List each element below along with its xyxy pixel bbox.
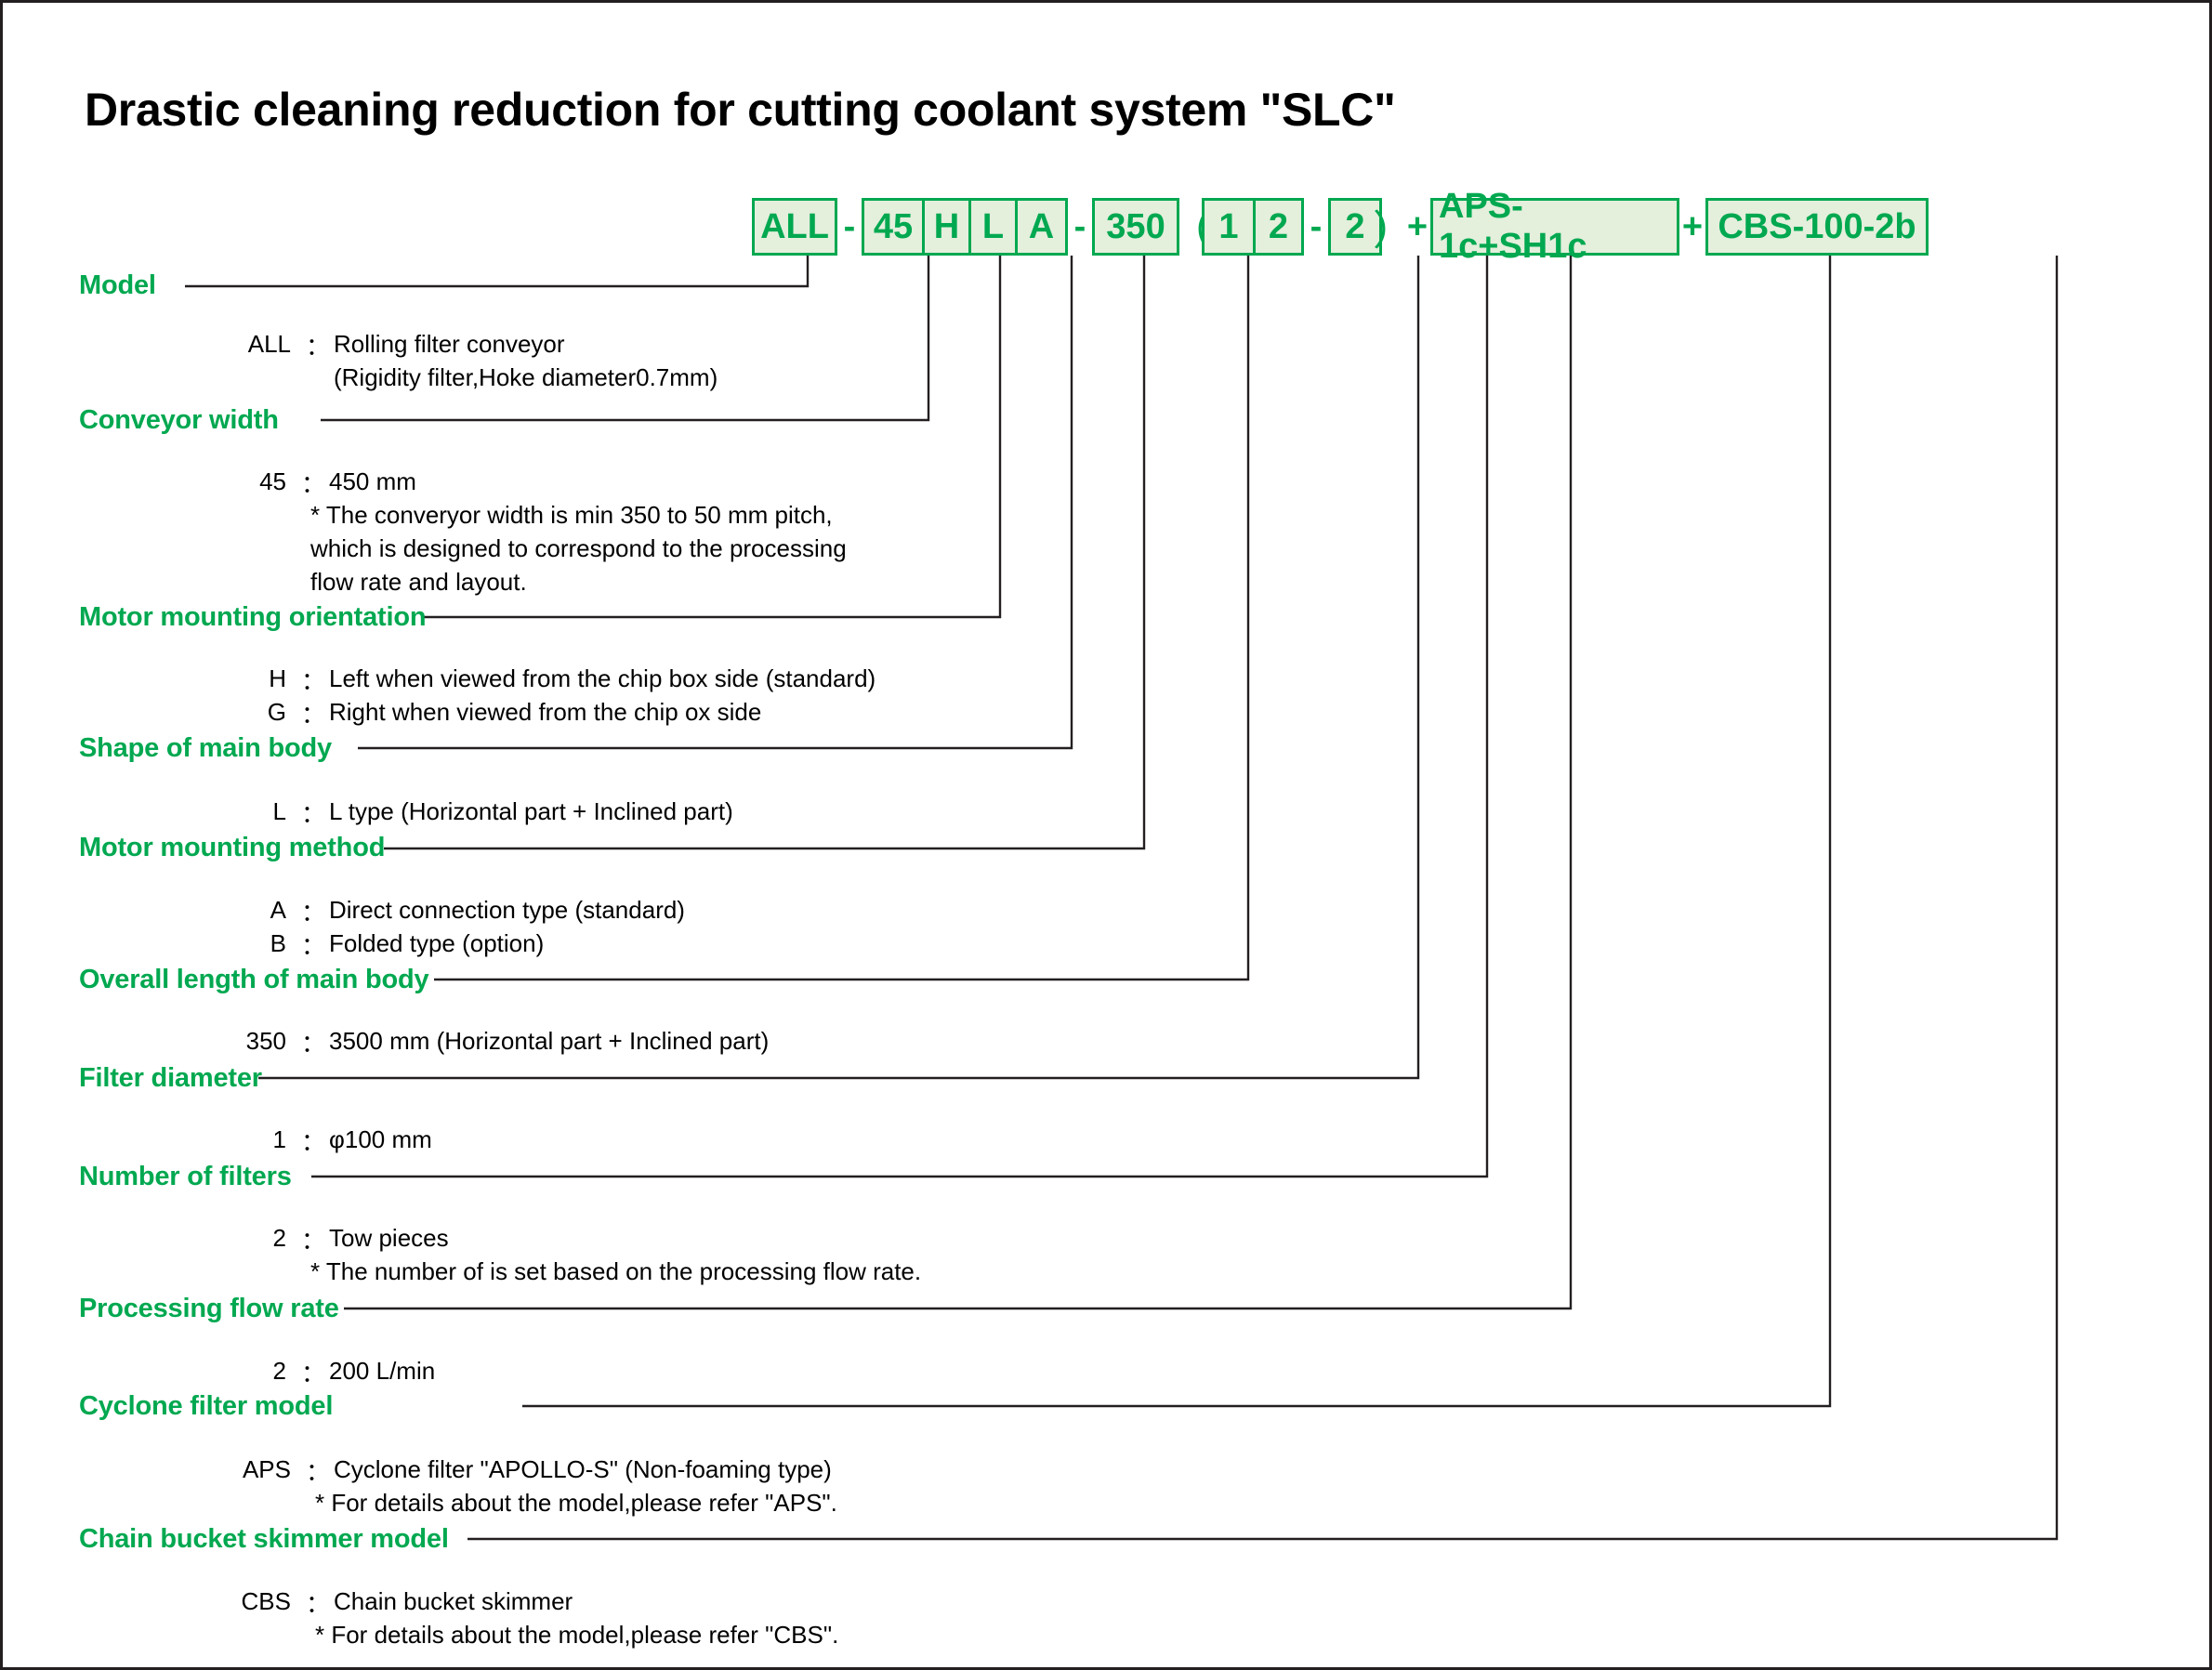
section-heading-number-of-filters: Number of filters xyxy=(79,1162,292,1191)
spec-entry-code: 1 xyxy=(272,1125,286,1153)
spec-entry-colon: ： xyxy=(301,899,326,927)
spec-entry-colon: ： xyxy=(301,1360,326,1387)
spec-entry-code: 45 xyxy=(259,467,286,495)
code-cell[interactable]: APS-1c+SH1c xyxy=(1439,187,1587,266)
code-cell[interactable]: ALL xyxy=(760,206,829,246)
spec-entry-description: 200 L/min xyxy=(329,1357,436,1385)
code-separator-dash: - xyxy=(1073,206,1086,246)
spec-entry-description: (Rigidity filter,Hoke diameter0.7mm) xyxy=(334,363,718,391)
code-group: 350 xyxy=(1092,198,1179,256)
section-heading-filter-diameter: Filter diameter xyxy=(79,1063,262,1093)
spec-entry-colon: ： xyxy=(301,1128,326,1156)
spec-entry-description: Chain bucket skimmer xyxy=(334,1587,573,1615)
spec-entry-code: 350 xyxy=(245,1027,286,1055)
spec-entry-colon: ： xyxy=(306,333,331,361)
code-cell[interactable]: 2 xyxy=(1253,201,1301,253)
spec-entry-description: Tow pieces xyxy=(329,1224,449,1252)
section-heading-cyclone-filter-model: Cyclone filter model xyxy=(79,1391,334,1421)
spec-entry-description: Cyclone filter "APOLLO-S" (Non-foaming t… xyxy=(334,1455,832,1483)
code-cell[interactable]: 1 xyxy=(1218,206,1239,246)
section-heading-motor-mounting-method: Motor mounting method xyxy=(79,833,386,862)
spec-entry-description: φ100 mm xyxy=(329,1125,432,1153)
spec-entry-code: B xyxy=(270,929,286,957)
leader-line-chain-bucket-skimmer-model xyxy=(467,256,2059,1541)
code-group: ALL xyxy=(752,198,837,256)
spec-entry-code: G xyxy=(267,698,286,726)
spec-entry-code: L xyxy=(272,797,286,825)
code-separator-dash: - xyxy=(843,206,856,246)
spec-entry-colon: ： xyxy=(301,1227,326,1255)
spec-note: flow rate and layout. xyxy=(310,568,527,596)
spec-entry-code: APS xyxy=(242,1455,291,1483)
spec-entry-code: A xyxy=(270,896,286,924)
code-group: CBS-100-2b xyxy=(1705,198,1929,256)
section-heading-chain-bucket-skimmer-model: Chain bucket skimmer model xyxy=(79,1524,449,1554)
spec-entry-colon: ： xyxy=(301,470,326,498)
code-group: 2 xyxy=(1328,198,1382,256)
code-parenthesis: （ xyxy=(1170,208,1211,254)
section-heading-overall-length-of-main-body: Overall length of main body xyxy=(79,965,429,994)
code-plus-sign: + xyxy=(1406,206,1429,246)
spec-entry-colon: ： xyxy=(301,932,326,960)
leader-line-cyclone-filter-model xyxy=(522,256,1832,1408)
spec-entry-colon: ： xyxy=(301,667,326,695)
code-cell[interactable]: L xyxy=(968,201,1015,253)
code-cell[interactable]: 350 xyxy=(1106,206,1165,246)
code-separator-dash: - xyxy=(1310,206,1323,246)
leader-line-processing-flow-rate xyxy=(344,256,1573,1310)
page-title: Drastic cleaning reduction for cutting c… xyxy=(85,84,1396,136)
section-heading-processing-flow-rate: Processing flow rate xyxy=(79,1294,339,1323)
section-heading-shape-of-main-body: Shape of main body xyxy=(79,733,332,763)
code-parenthesis: ） xyxy=(1373,208,1414,254)
code-cell[interactable]: A xyxy=(1015,201,1065,253)
spec-entry-colon: ： xyxy=(301,800,326,828)
spec-entry-code: H xyxy=(269,664,286,692)
spec-note: * The converyor width is min 350 to 50 m… xyxy=(310,501,833,529)
spec-entry-code: 2 xyxy=(272,1224,286,1252)
spec-note: * For details about the model,please ref… xyxy=(315,1489,837,1517)
section-heading-model: Model xyxy=(79,270,156,300)
section-heading-motor-mounting-orientation: Motor mounting orientation xyxy=(79,602,427,632)
spec-note: * For details about the model,please ref… xyxy=(315,1621,839,1649)
spec-entry-description: Left when viewed from the chip box side … xyxy=(329,664,876,692)
spec-entry-description: 3500 mm (Horizontal part + Inclined part… xyxy=(329,1027,770,1055)
code-cell[interactable]: 2 xyxy=(1345,206,1365,246)
spec-entry-description: 450 mm xyxy=(329,467,416,495)
spec-entry-colon: ： xyxy=(306,1458,331,1486)
spec-entry-code: 2 xyxy=(272,1357,286,1385)
code-cell[interactable]: 45 xyxy=(873,206,914,246)
spec-entry-description: Direct connection type (standard) xyxy=(329,896,685,924)
spec-note: * The number of is set based on the proc… xyxy=(310,1257,922,1285)
spec-entry-code: CBS xyxy=(241,1587,291,1615)
section-heading-conveyor-width: Conveyor width xyxy=(79,405,279,435)
code-group: APS-1c+SH1c xyxy=(1430,187,1679,266)
spec-entry-colon: ： xyxy=(306,1590,331,1618)
spec-entry-description: Rolling filter conveyor xyxy=(334,330,565,358)
spec-entry-colon: ： xyxy=(301,701,326,729)
spec-entry-description: L type (Horizontal part + Inclined part) xyxy=(329,797,733,825)
spec-entry-colon: ： xyxy=(301,1030,326,1058)
code-plus-sign: + xyxy=(1681,206,1704,246)
leader-line-model xyxy=(185,256,810,288)
spec-entry-description: Right when viewed from the chip ox side xyxy=(329,698,762,726)
spec-entry-code: ALL xyxy=(247,330,291,358)
spec-entry-description: Folded type (option) xyxy=(329,929,545,957)
code-cell[interactable]: CBS-100-2b xyxy=(1718,206,1916,246)
spec-note: which is designed to correspond to the p… xyxy=(310,534,847,562)
code-cell[interactable]: H xyxy=(922,201,968,253)
